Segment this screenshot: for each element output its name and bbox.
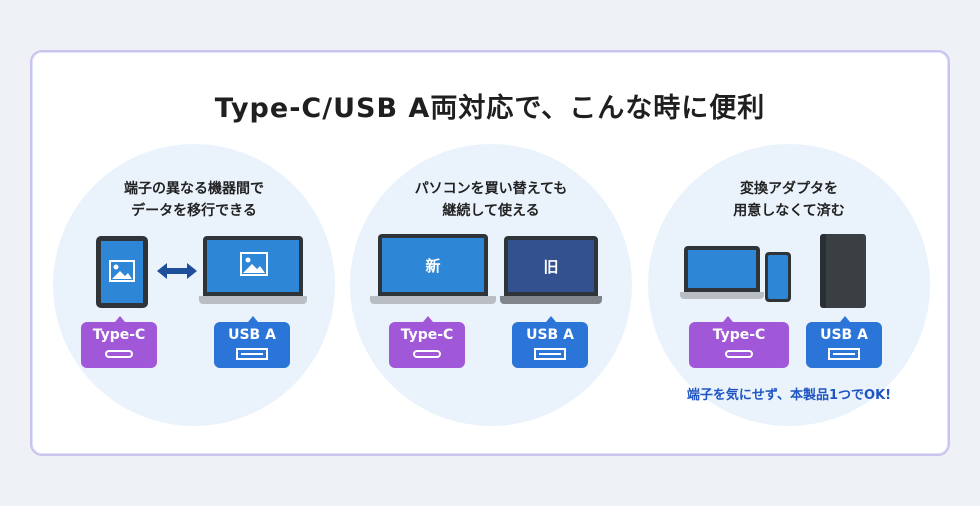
laptop-icon bbox=[199, 236, 307, 304]
usba-badge: USB A bbox=[214, 316, 290, 368]
double-arrow-icon bbox=[157, 263, 197, 279]
image-icon bbox=[109, 260, 135, 282]
usba-port-icon bbox=[236, 348, 268, 360]
typec-label: Type-C bbox=[400, 327, 454, 343]
scene-1-caption: 端子の異なる機器間で データを移行できる bbox=[53, 178, 335, 222]
scene-1-caption-line2: データを移行できる bbox=[131, 203, 257, 219]
laptop-icon bbox=[680, 246, 764, 299]
typec-label: Type-C bbox=[92, 327, 146, 343]
usba-port-icon bbox=[828, 348, 860, 360]
new-laptop-icon: 新 bbox=[370, 234, 496, 304]
scene-3-caption-line1: 変換アダプタを bbox=[740, 181, 838, 197]
typec-port-icon bbox=[413, 350, 441, 358]
scene-1-caption-line1: 端子の異なる機器間で bbox=[124, 181, 264, 197]
usba-badge: USB A bbox=[512, 316, 588, 368]
usba-badge: USB A bbox=[806, 316, 882, 368]
image-icon bbox=[240, 252, 268, 276]
typec-port-icon bbox=[105, 350, 133, 358]
typec-badge: Type-C bbox=[689, 316, 789, 368]
scene-2-caption-line2: 継続して使える bbox=[442, 203, 540, 219]
scene-3-caption: 変換アダプタを 用意しなくて済む bbox=[648, 178, 930, 222]
desktop-tower-icon bbox=[820, 234, 866, 308]
old-laptop-label: 旧 bbox=[543, 257, 559, 276]
bottom-note: 端子を気にせず、本製品1つでOK! bbox=[686, 388, 892, 403]
scene-2-caption: パソコンを買い替えても 継続して使える bbox=[350, 178, 632, 222]
typec-badge: Type-C bbox=[389, 316, 465, 368]
tablet-icon bbox=[96, 236, 148, 308]
old-laptop-icon: 旧 bbox=[500, 236, 602, 304]
usba-label: USB A bbox=[228, 327, 276, 343]
scene-2-caption-line1: パソコンを買い替えても bbox=[414, 181, 568, 197]
usba-label: USB A bbox=[820, 327, 868, 343]
scene-3-caption-line2: 用意しなくて済む bbox=[733, 203, 845, 219]
page-title: Type-C/USB A両対応で、こんな時に便利 bbox=[214, 93, 766, 124]
typec-label: Type-C bbox=[712, 327, 766, 343]
smartphone-icon bbox=[765, 252, 791, 302]
new-laptop-label: 新 bbox=[425, 256, 441, 275]
usba-label: USB A bbox=[526, 327, 574, 343]
typec-badge: Type-C bbox=[81, 316, 157, 368]
usba-port-icon bbox=[534, 348, 566, 360]
typec-port-icon bbox=[725, 350, 753, 358]
